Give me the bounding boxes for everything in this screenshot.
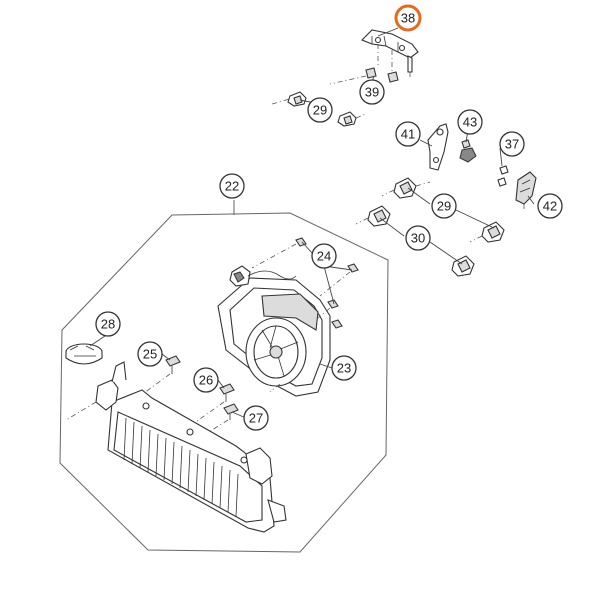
callout-29-upper-label: 29 (313, 103, 327, 118)
callout-39-label: 39 (365, 85, 379, 100)
callout-38[interactable]: 38 (394, 4, 422, 32)
callout-41-label: 41 (401, 127, 415, 142)
callout-29-upper[interactable]: 29 (307, 97, 333, 123)
callout-24-label: 24 (317, 249, 331, 264)
callouts: 38 39 29 41 43 37 29 42 (95, 4, 563, 431)
callout-42[interactable]: 42 (537, 193, 563, 219)
callout-22-label: 22 (225, 179, 239, 194)
fan-shroud (217, 265, 331, 397)
callout-39[interactable]: 39 (359, 79, 385, 105)
radiator (65, 361, 287, 533)
callout-22[interactable]: 22 (219, 173, 245, 199)
callout-27[interactable]: 27 (243, 405, 269, 431)
callout-26-label: 26 (199, 373, 213, 388)
assembly-frame (59, 200, 389, 553)
callout-37[interactable]: 37 (499, 131, 525, 157)
callout-25[interactable]: 25 (137, 341, 163, 367)
callout-29-lower-label: 29 (437, 199, 451, 214)
side-bracket-assembly (355, 123, 537, 277)
callout-30-label: 30 (411, 231, 425, 246)
callout-30[interactable]: 30 (405, 225, 431, 251)
callout-43-label: 43 (463, 115, 477, 130)
callout-28[interactable]: 28 (95, 311, 121, 337)
callout-41[interactable]: 41 (395, 121, 421, 147)
callout-25-label: 25 (143, 347, 157, 362)
radiator-cap (65, 343, 103, 365)
callout-43[interactable]: 43 (457, 109, 483, 135)
callout-27-label: 27 (249, 411, 263, 426)
callout-24[interactable]: 24 (311, 243, 337, 269)
callout-42-label: 42 (543, 199, 557, 214)
callout-23-label: 23 (337, 361, 351, 376)
upper-bracket-assembly (271, 29, 419, 127)
callout-37-label: 37 (505, 137, 519, 152)
callout-28-label: 28 (101, 317, 115, 332)
callout-26[interactable]: 26 (193, 367, 219, 393)
callout-38-label: 38 (401, 11, 415, 26)
callout-29-lower[interactable]: 29 (431, 193, 457, 219)
callout-23[interactable]: 23 (331, 355, 357, 381)
fasteners (139, 355, 239, 441)
